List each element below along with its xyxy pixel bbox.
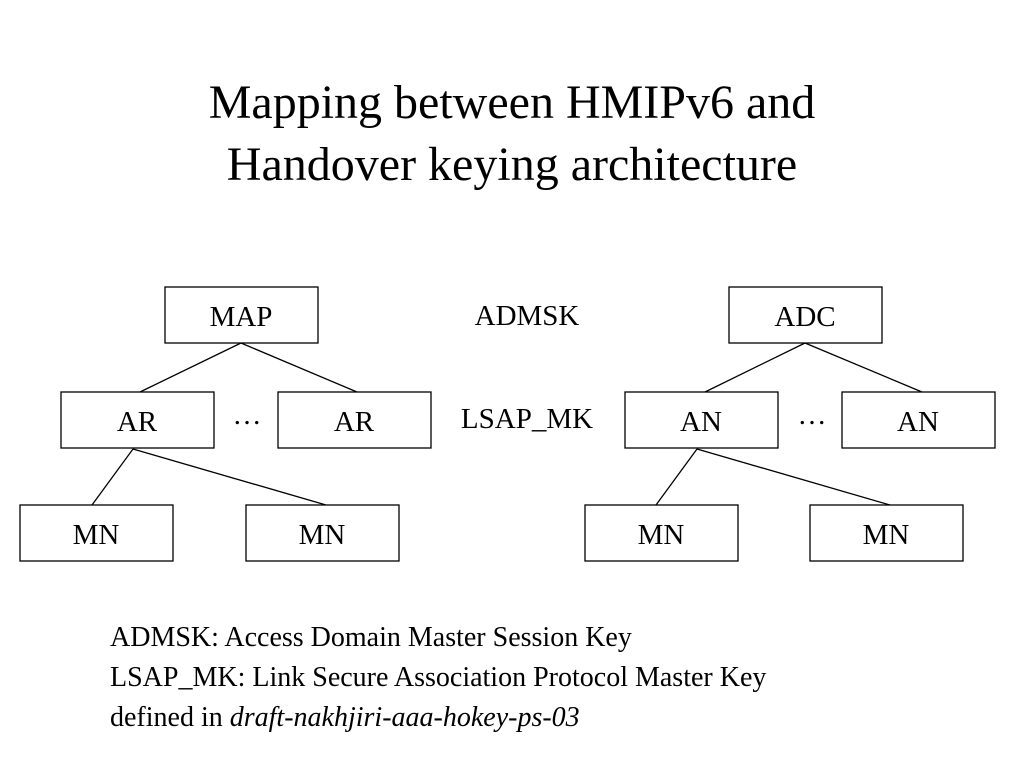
node-adc-box xyxy=(728,286,883,344)
node-mn-1: MN xyxy=(19,504,174,562)
label-admsk: ADMSK xyxy=(475,300,580,332)
node-mn-2-box xyxy=(245,504,400,562)
node-ar-left: AR xyxy=(60,391,215,449)
legend-reference-prefix: defined in xyxy=(110,702,230,733)
legend-reference: defined in draft-nakhjiri-aaa-hokey-ps-0… xyxy=(110,698,766,738)
node-mn-2-label: MN xyxy=(299,519,346,551)
node-mn-4-box xyxy=(809,504,964,562)
legend-reference-draft: draft-nakhjiri-aaa-hokey-ps-03 xyxy=(229,702,580,733)
node-ar-right-box xyxy=(277,391,432,449)
edge-ar-mn-right xyxy=(132,448,327,506)
title-line-1: Mapping between HMIPv6 and xyxy=(208,76,816,129)
node-an-left-label: AN xyxy=(680,406,722,438)
node-adc: ADC xyxy=(728,286,883,344)
left-ellipsis: … xyxy=(233,399,262,431)
node-mn-1-box xyxy=(19,504,174,562)
node-map-box xyxy=(164,286,319,344)
node-an-right-label: AN xyxy=(897,406,939,438)
edge-an-mn-left xyxy=(655,448,698,506)
left-tree-edges xyxy=(91,342,358,506)
node-an-left-box xyxy=(624,391,779,449)
node-adc-label: ADC xyxy=(774,301,835,333)
node-mn-4: MN xyxy=(809,504,964,562)
node-ar-right-label: AR xyxy=(334,406,375,438)
edge-an-mn-right xyxy=(696,448,891,506)
node-an-right: AN xyxy=(841,391,996,449)
node-mn-4-label: MN xyxy=(863,519,910,551)
slide-title: Mapping between HMIPv6 and Handover keyi… xyxy=(0,72,1024,196)
node-mn-3-box xyxy=(584,504,739,562)
title-line-2: Handover keying architecture xyxy=(226,138,798,191)
node-mn-3: MN xyxy=(584,504,739,562)
node-map: MAP xyxy=(164,286,319,344)
edge-adc-an-right xyxy=(804,342,923,393)
node-ar-left-box xyxy=(60,391,215,449)
edge-ar-mn-left xyxy=(91,448,134,506)
edge-map-ar-right xyxy=(240,342,358,393)
legend-lsap-mk: LSAP_MK: Link Secure Association Protoco… xyxy=(110,662,767,693)
right-ellipsis: … xyxy=(798,399,827,431)
node-mn-3-label: MN xyxy=(638,519,685,551)
node-an-right-box xyxy=(841,391,996,449)
legend: ADMSK: Access Domain Master Session Key … xyxy=(110,618,766,738)
node-ar-left-label: AR xyxy=(117,406,158,438)
label-lsap-mk: LSAP_MK xyxy=(461,403,593,435)
edge-map-ar-left xyxy=(139,342,242,393)
node-mn-1-label: MN xyxy=(73,519,120,551)
right-tree-edges xyxy=(655,342,923,506)
node-ar-right: AR xyxy=(277,391,432,449)
legend-admsk: ADMSK: Access Domain Master Session Key xyxy=(110,622,632,653)
node-map-label: MAP xyxy=(210,301,273,333)
edge-adc-an-left xyxy=(704,342,806,393)
node-an-left: AN xyxy=(624,391,779,449)
node-mn-2: MN xyxy=(245,504,400,562)
